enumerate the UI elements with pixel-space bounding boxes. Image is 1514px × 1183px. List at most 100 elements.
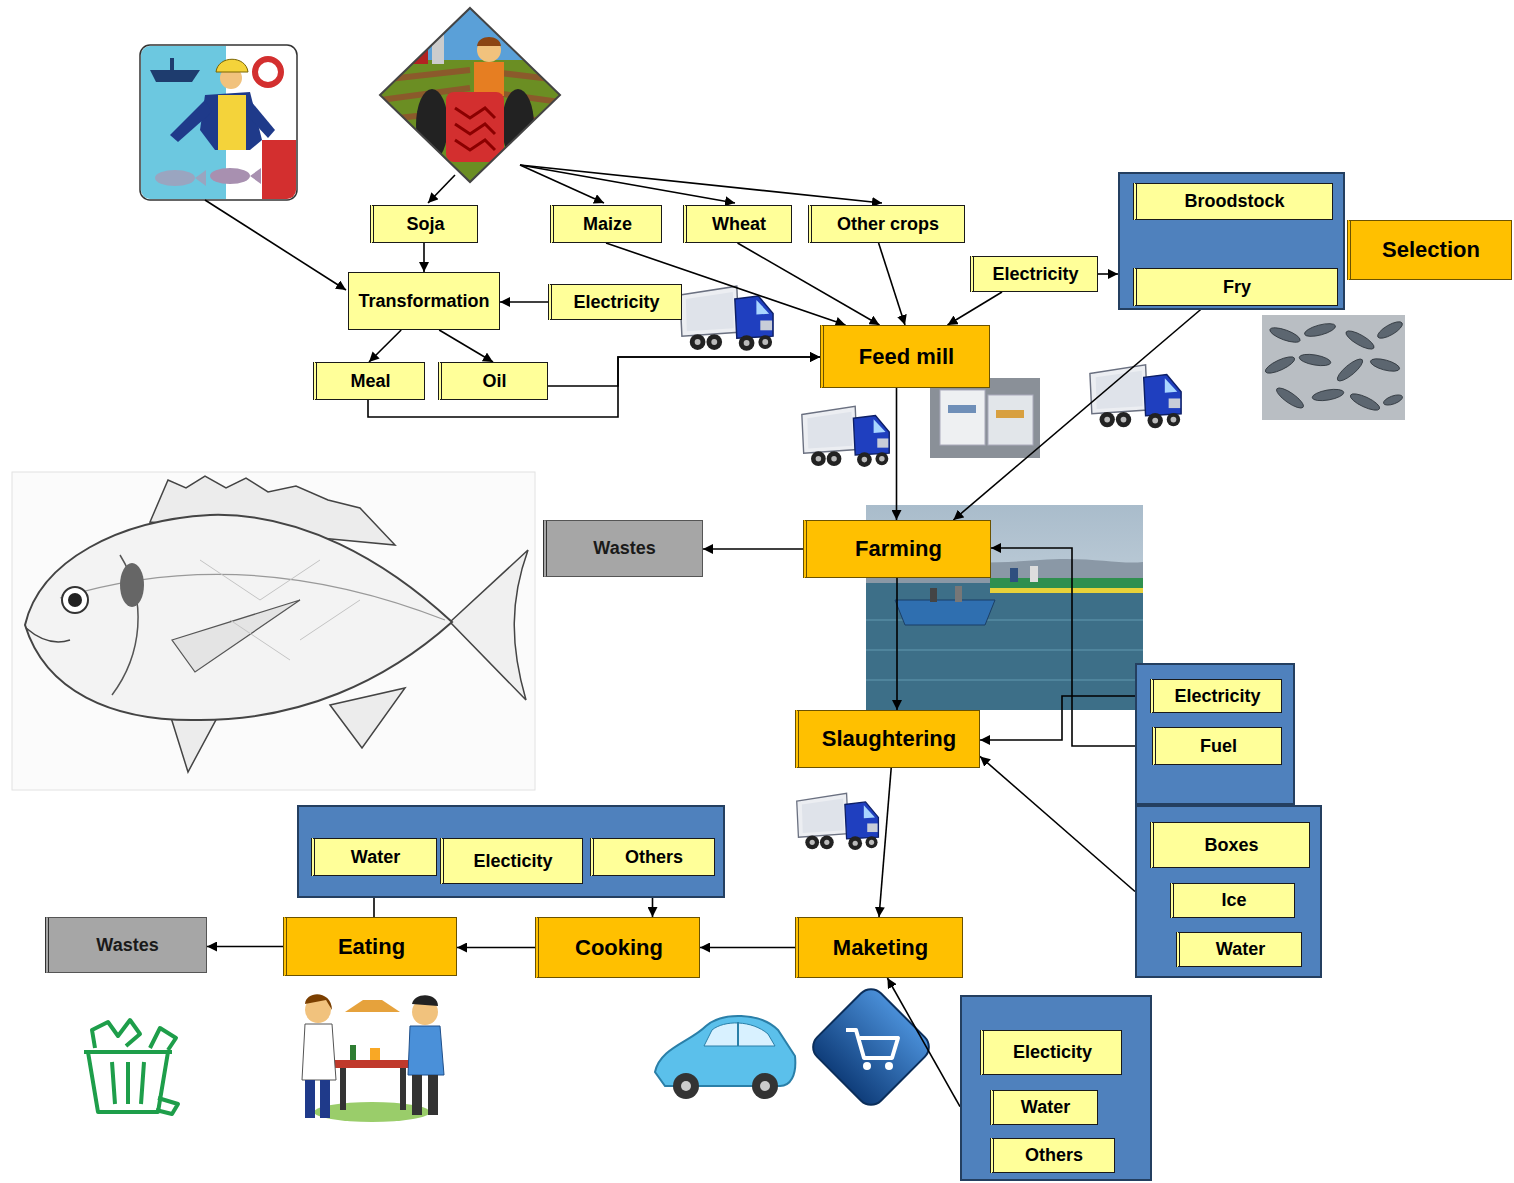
fry-photo: [1382, 393, 1404, 407]
box-label: Electricity: [1174, 686, 1260, 707]
fish-drawing: [12, 472, 535, 790]
input-box: Water: [311, 838, 437, 876]
input-box: Broodstock: [1133, 183, 1333, 220]
process-box: Cooking: [535, 917, 700, 978]
connector: [500, 301, 548, 303]
box-label: Wastes: [593, 538, 655, 559]
diners-illustration: [400, 1068, 406, 1110]
connector: [896, 578, 898, 710]
farmer-icon: [378, 5, 562, 190]
box-label: Maketing: [833, 935, 928, 960]
connector: [887, 978, 960, 1107]
box-label: Soja: [406, 214, 444, 235]
farmer-icon: [378, 5, 562, 190]
truck-icon: [797, 793, 879, 850]
input-box: Electricity: [1150, 679, 1282, 713]
group-panel: BoxesIceWater: [1135, 805, 1322, 978]
connector: [457, 947, 535, 949]
fry-photo: [1344, 328, 1377, 353]
fisherman-icon: [246, 100, 275, 138]
fish-drawing: [62, 587, 88, 613]
fisherman-icon: [150, 70, 200, 82]
diners-illustration: [370, 1048, 380, 1060]
farmer-icon: [446, 92, 504, 162]
connector: [423, 243, 425, 272]
fish-drawing: [330, 688, 405, 748]
farmer-icon: [432, 16, 444, 22]
feed-bag-photo: [988, 395, 1033, 445]
waste-bin-icon: [84, 1020, 178, 1114]
car-icon: [752, 1073, 778, 1099]
connector: [879, 243, 905, 325]
box-label: Electricity: [992, 264, 1078, 285]
input-box: Soja: [370, 205, 478, 243]
feed-bag-photo: [940, 390, 985, 445]
input-box: Oil: [438, 362, 548, 400]
fry-photo: [1311, 387, 1344, 402]
waste-box: Wastes: [45, 917, 207, 973]
box-label: Electicity: [1013, 1042, 1092, 1063]
truck-icon: [802, 406, 889, 467]
input-box: Water: [990, 1090, 1098, 1125]
diners-illustration: [408, 1026, 444, 1075]
box-label: Others: [625, 847, 683, 868]
shopping-cart-icon: [807, 983, 934, 1110]
pointer-arrow: [520, 165, 882, 203]
box-label: Others: [1025, 1145, 1083, 1166]
fry-photo: [1298, 352, 1331, 367]
box-label: Cooking: [575, 935, 663, 960]
shopping-cart-icon: [807, 983, 934, 1110]
connector: [369, 330, 401, 362]
fry-photo: [1268, 325, 1301, 345]
fish-farm-photo: [866, 583, 1143, 710]
fry-photo: [1303, 321, 1336, 339]
process-box: Feed mill: [820, 325, 990, 388]
box-label: Other crops: [837, 214, 939, 235]
pointer-arrow: [205, 200, 346, 290]
fish-drawing: [60, 574, 445, 620]
fish-drawing: [172, 600, 300, 672]
feed-bag-photo: [930, 378, 1040, 458]
fish-farm-photo: [866, 620, 1143, 680]
fisherman-icon: [218, 95, 246, 150]
fisherman-icon: [255, 59, 281, 85]
box-label: Eating: [338, 934, 405, 959]
fisherman-icon: [250, 168, 261, 184]
box-label: Fry: [1223, 277, 1251, 298]
pointer-arrow: [520, 165, 604, 203]
input-box: Ice: [1170, 883, 1295, 918]
input-box: Electicity: [980, 1030, 1122, 1075]
fisherman-icon: [140, 45, 297, 200]
connector: [548, 357, 820, 386]
fisherman-icon: [195, 170, 206, 186]
box-label: Slaughtering: [822, 726, 956, 751]
fish-drawing: [120, 563, 144, 607]
input-box: Fuel: [1152, 727, 1282, 765]
box-label: Wheat: [712, 214, 766, 235]
diners-illustration: [302, 994, 444, 1122]
fish-farm-photo: [955, 586, 962, 602]
shopping-cart-icon: [885, 1062, 893, 1070]
input-box: Others: [990, 1138, 1115, 1173]
process-box: Slaughtering: [795, 710, 980, 768]
connector: [896, 388, 898, 520]
waste-bin-icon: [92, 1020, 140, 1048]
diners-illustration: [345, 1000, 400, 1012]
diners-illustration: [340, 1068, 346, 1110]
diners-illustration: [412, 995, 438, 1006]
input-box: Fry: [1133, 268, 1338, 306]
input-box: Boxes: [1150, 822, 1310, 868]
input-box: Maize: [550, 205, 662, 243]
diners-illustration: [330, 1060, 415, 1068]
fish-farm-photo: [1030, 566, 1038, 582]
connector: [948, 292, 1003, 325]
feed-bag-photo: [996, 410, 1024, 418]
car-icon: [655, 1016, 795, 1099]
waste-bin-icon: [156, 1098, 178, 1114]
fry-photo: [1375, 319, 1404, 342]
car-icon: [704, 1023, 775, 1046]
farmer-icon: [398, 36, 428, 64]
box-label: Selection: [1382, 237, 1480, 262]
fry-photo: [1274, 385, 1306, 412]
input-box: Electricity: [548, 284, 682, 320]
